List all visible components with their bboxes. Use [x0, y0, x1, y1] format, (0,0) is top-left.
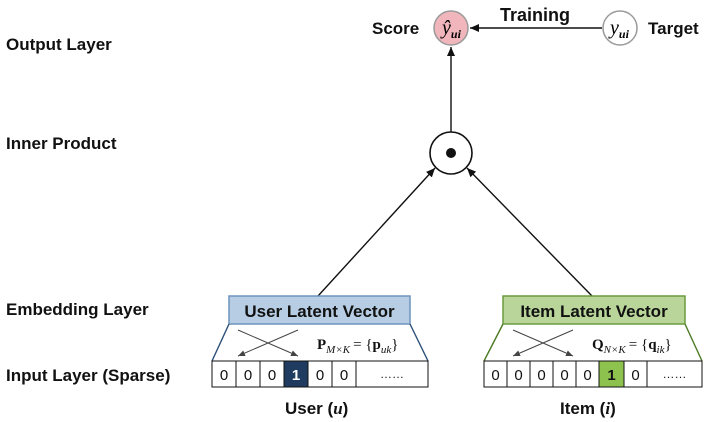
item-cross-arrow-2: [512, 329, 574, 357]
user-active-cell-value: 1: [292, 367, 300, 384]
item-latent-vector-box: [502, 295, 686, 325]
user-input-vector: 0 0 0 1 0 0 ……: [211, 360, 429, 388]
item-cell-value: 0: [514, 367, 522, 384]
user-cell: [259, 360, 285, 388]
item-cell-value: 0: [583, 367, 591, 384]
target-symbol: yui: [608, 17, 630, 41]
user-cell: [331, 360, 357, 388]
user-trapezoid-right: [409, 323, 429, 362]
user-label: User (u): [285, 399, 348, 418]
item-trapezoid-right: [684, 323, 703, 362]
item-cell-value: 0: [537, 367, 545, 384]
score-label: Score: [372, 19, 419, 38]
item-active-cell-value: 1: [607, 367, 615, 384]
embedding-layer-label: Embedding Layer: [6, 300, 149, 319]
user-cross-arrow-2: [237, 329, 299, 357]
input-layer-label: Input Layer (Sparse): [6, 366, 170, 385]
user-to-inner-arrow: [317, 167, 436, 297]
user-cell-value: 0: [340, 367, 348, 384]
score-y-hat: ŷ: [440, 17, 451, 39]
score-symbol: ŷui: [440, 17, 462, 41]
user-latent-vector-title: User Latent Vector: [244, 302, 395, 321]
user-cell-ellipsis: [355, 360, 429, 388]
user-cell: [211, 360, 237, 388]
target-y: y: [608, 17, 619, 39]
item-cell-ellipsis-text: ……: [663, 367, 687, 381]
item-matrix-formula: QN×K= {qik}: [592, 337, 672, 356]
training-label: Training: [500, 5, 570, 25]
item-cell-value: 0: [631, 367, 639, 384]
user-cell: [235, 360, 261, 388]
item-to-inner-arrow: [466, 167, 593, 297]
user-matrix-formula: PM×K= {puk}: [317, 337, 398, 356]
item-cell-value: 0: [491, 367, 499, 384]
user-cell-value: 0: [220, 367, 228, 384]
user-cell-value: 0: [316, 367, 324, 384]
user-cell-value: 0: [244, 367, 252, 384]
output-layer-label: Output Layer: [6, 35, 112, 54]
user-cell-value: 0: [268, 367, 276, 384]
item-label: Item (i): [560, 399, 616, 418]
item-latent-vector-title: Item Latent Vector: [520, 302, 668, 321]
dot-icon: [446, 148, 456, 158]
item-cell-ellipsis: [646, 360, 703, 388]
score-node: [433, 10, 469, 46]
user-active-cell: [283, 360, 309, 388]
item-input-vector: 0 0 0 0 0 1 0 ……: [483, 360, 703, 388]
user-trapezoid-left: [211, 323, 230, 362]
item-active-cell: [598, 360, 625, 388]
user-latent-vector-box: [228, 295, 411, 325]
item-trapezoid-left: [483, 323, 504, 362]
user-cell: [307, 360, 333, 388]
target-subscript: ui: [619, 27, 630, 41]
item-cell-value: 0: [560, 367, 568, 384]
user-cell-ellipsis-text: ……: [380, 367, 404, 381]
inner-product-label: Inner Product: [6, 134, 117, 153]
target-label: Target: [648, 19, 699, 38]
target-node: [602, 10, 638, 46]
score-subscript: ui: [451, 27, 462, 41]
